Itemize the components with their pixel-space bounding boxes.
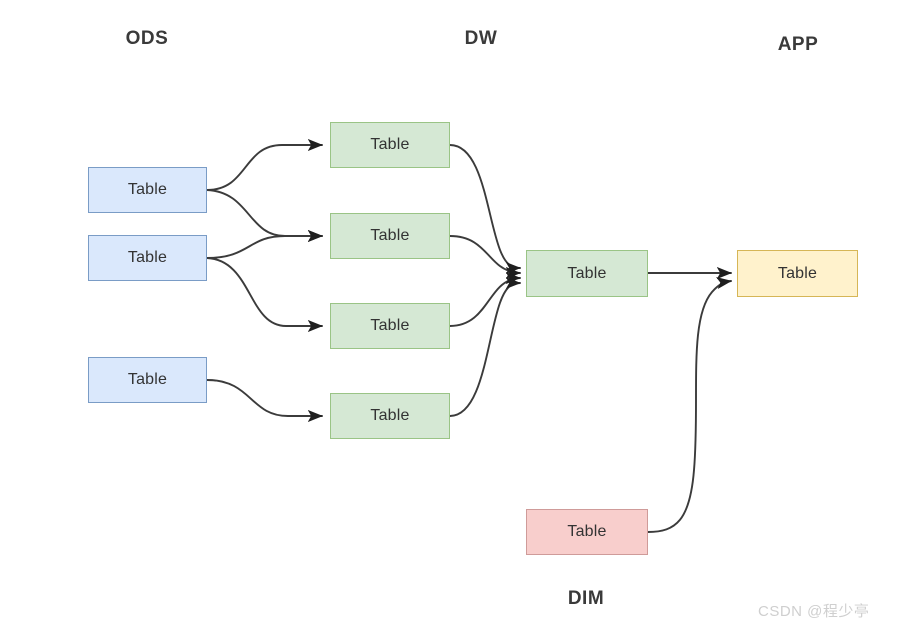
layer-label-app: APP	[777, 34, 819, 55]
node-ods-2[interactable]: Table	[88, 235, 207, 281]
node-ods-1[interactable]: Table	[88, 167, 207, 213]
edge-ods-1-to-dw-2	[206, 189, 323, 243]
node-dw-1[interactable]: Table	[330, 122, 450, 168]
node-dw-4[interactable]: Table	[330, 393, 450, 439]
node-label: Table	[567, 264, 607, 282]
node-label: Table	[127, 371, 168, 388]
node-dw-3[interactable]: Table	[330, 303, 450, 349]
node-label: Table	[127, 249, 168, 266]
node-label: Table	[370, 317, 410, 334]
edge-group	[206, 138, 732, 533]
edge-dw-2-to-dw-5	[449, 235, 521, 280]
node-label: Table	[567, 523, 607, 540]
node-label: Table	[370, 407, 410, 424]
edge-ods-3-to-dw-4	[206, 379, 323, 423]
edge-ods-2-to-dw-2	[206, 229, 323, 259]
node-app-1[interactable]: Table	[737, 250, 858, 297]
node-label: Table	[370, 136, 410, 153]
node-ods-3[interactable]: Table	[88, 357, 207, 403]
node-dw-5[interactable]: Table	[526, 250, 648, 297]
layer-label-dw: DW	[464, 28, 498, 49]
node-dim-1[interactable]: Table	[526, 509, 648, 555]
node-label: Table	[777, 264, 818, 282]
edge-ods-1-to-dw-1	[206, 138, 323, 191]
layer-label-dim: DIM	[567, 588, 605, 609]
node-label: Table	[370, 227, 410, 244]
csdn-watermark: CSDN @程少亭	[758, 603, 870, 620]
edge-dw-4-to-dw-5	[449, 276, 521, 417]
edge-ods-2-to-dw-3	[206, 257, 323, 333]
layer-label-ods: ODS	[125, 28, 169, 49]
node-label: Table	[127, 181, 168, 198]
edge-dw-1-to-dw-5	[449, 144, 521, 275]
node-dw-2[interactable]: Table	[330, 213, 450, 259]
edge-dim-1-to-app-1	[647, 276, 732, 533]
